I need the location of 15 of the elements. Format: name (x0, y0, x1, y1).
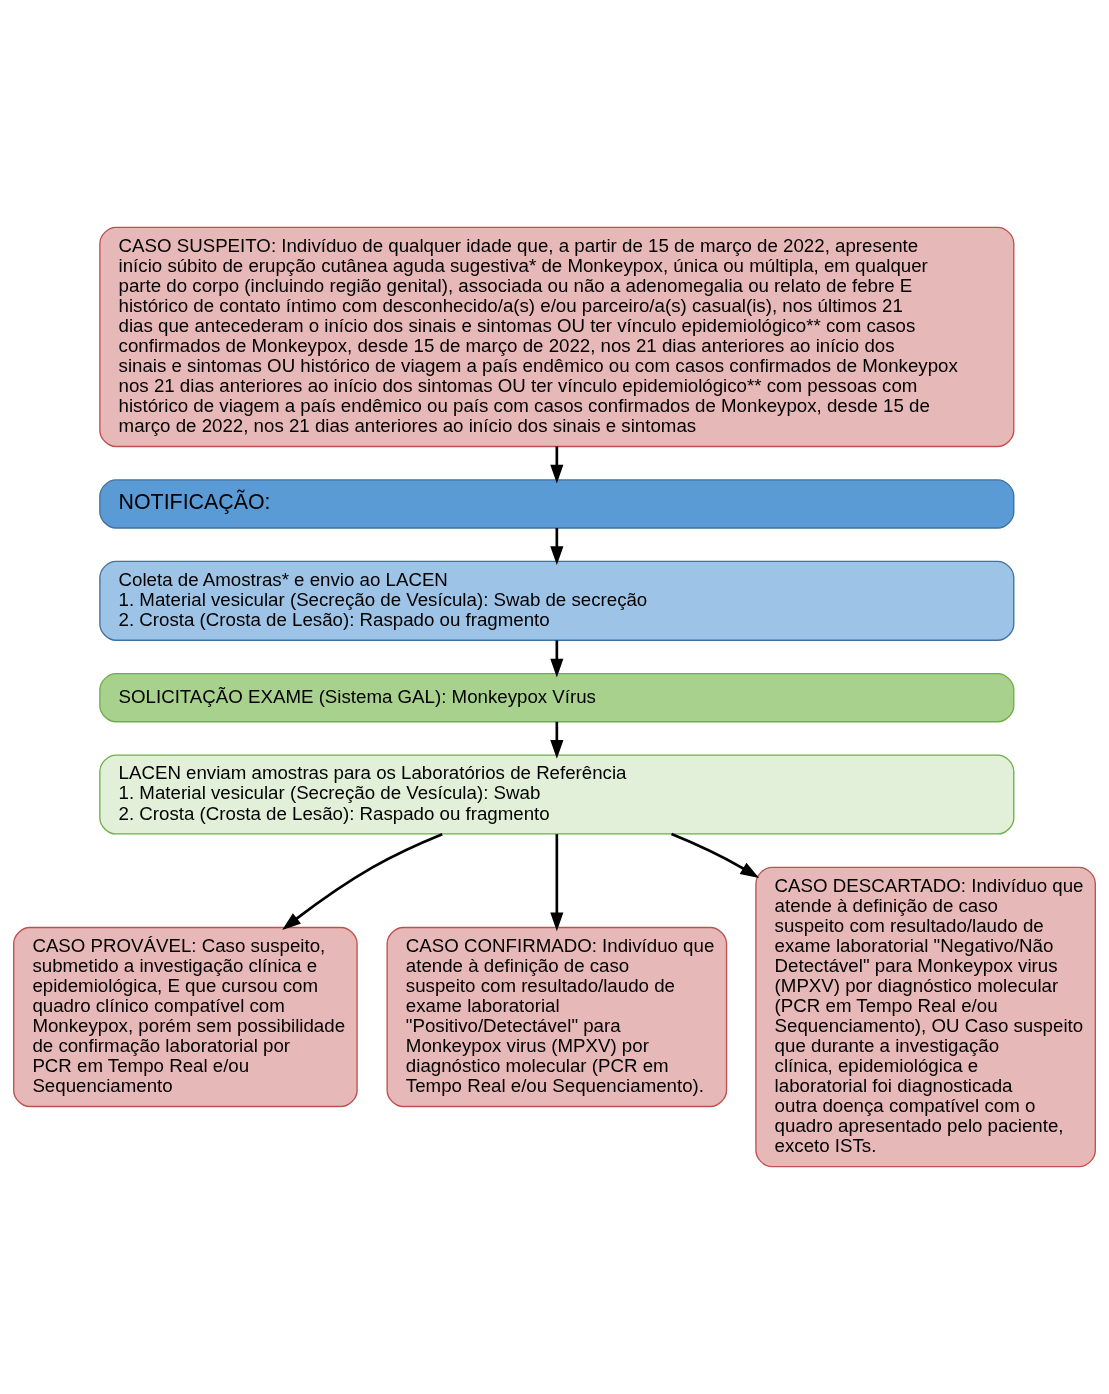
arrow (550, 834, 564, 932)
arrow (550, 640, 564, 678)
arrow (550, 528, 564, 566)
node-box: CASO PROVÁVEL: Caso suspeito, submetido a investigação clínica e epidemiológica, E que cursou com quadro clínico compatível com Monkeypox, porém sem possibilidade de confirmação laboratorial por PCR em Tempo Real e/ou Sequenciamento (13, 926, 358, 1108)
node-box: NOTIFICAÇÃO: (99, 479, 1015, 529)
node-box: CASO SUSPEITO: Indivíduo de qualquer idade que, a partir de 15 de março de 2022, apresente início súbito de erupção cutânea aguda sugestiva* de Monkeypox, única ou múltipla, em qualquer parte do corpo (incluindo região genital), associada ou não a adenomegalia ou relato de febre E histórico de contato íntimo com desconhecido/a(s) e/ou parceiro/a(s) casual(is), nos últimos 21 dias que antecederam o início dos sinais e sintomas OU ter vínculo epidemiológico** com casos confirmados de Monkeypox, desde 15 de março de 2022, nos 21 dias anteriores ao início dos sinais e sintomas OU histórico de viagem a país endêmico ou com casos confirmados de Monkeypox nos 21 dias anteriores ao início dos sintomas OU ter vínculo epidemiológico** com pessoas com histórico de viagem a país endêmico ou país com casos confirmados de Monkeypox, desde 15 de março de 2022, nos 21 dias anteriores ao início dos sinais e sintomas (99, 226, 1015, 448)
arrow (671, 832, 760, 879)
node-box: LACEN enviam amostras para os Laboratórios de Referência 1. Material vesicular (Secreção de Vesícula): Swab 2. Crosta (Crosta de Lesão): Raspado ou fragmento (99, 754, 1015, 835)
node-box: CASO DESCARTADO: Indivíduo que atende à definição de caso suspeito com resultado/laudo de exame laboratorial "Negativo/Não Detectável" para Monkeypox virus (MPXV) por diagnóstico molecular (PCR em Tempo Real e/ou Sequenciamento), OU Caso suspeito que durante a investigação clínica, epidemiológica e laboratorial foi diagnosticada outra doença compatível com o quadro apresentado pelo paciente, exceto ISTs. (755, 866, 1096, 1168)
node-box: Coleta de Amostras* e envio ao LACEN 1. Material vesicular (Secreção de Vesícula): Swab de secreção 2. Crosta (Crosta de Lesão): Raspado ou fragmento (99, 560, 1015, 641)
node-box: SOLICITAÇÃO EXAME (Sistema GAL): Monkeypox Vírus (99, 672, 1015, 723)
arrow (550, 446, 564, 484)
arrow (282, 832, 443, 930)
node-box: CASO CONFIRMADO: Indivíduo que atende à definição de caso suspeito com resultado/laudo de exame laboratorial "Positivo/Detectável" para Monkeypox virus (MPXV) por diagnóstico molecular (PCR em Tempo Real e/ou Sequenciamento). (386, 926, 728, 1108)
arrow (550, 721, 564, 759)
